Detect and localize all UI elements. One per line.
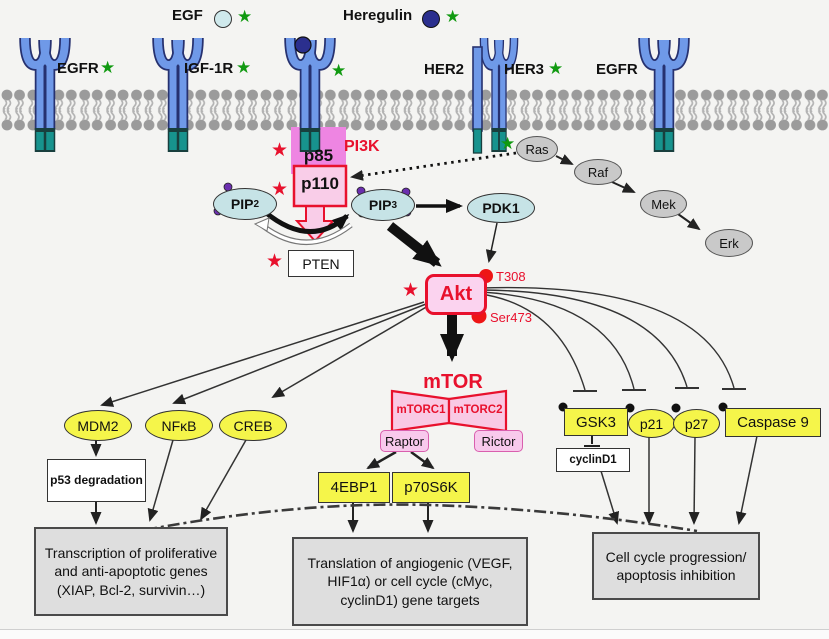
raptor-node: Raptor: [380, 430, 429, 452]
raf-node: Raf: [574, 159, 622, 185]
pip2-label: PIP: [230, 196, 254, 212]
creb-node: CREB: [219, 410, 287, 441]
figure-bottom-edge: [0, 629, 829, 639]
nfkb-node: NFκB: [145, 410, 213, 441]
pten-node: PTEN: [288, 250, 354, 277]
akt-inhibits-p27-line: [480, 289, 688, 388]
green-star-icon: ★: [237, 7, 253, 26]
p27-node: p27: [673, 409, 720, 438]
receptor-her2-bar: [472, 46, 483, 132]
caspase9-to-cellcycle-arrow: [735, 435, 758, 525]
egf-ligand-icon: [214, 10, 232, 28]
p27-to-cellcycle-arrow: [688, 436, 700, 525]
receptor-label-egfr-left: EGFR: [57, 60, 99, 77]
pip3-label: PIP: [368, 197, 392, 213]
p21-node: p21: [628, 409, 675, 438]
heregulin-ligand-dot: [294, 36, 312, 54]
p53-degradation-node: p53 degradation: [47, 459, 146, 502]
gsk3-node: GSK3: [564, 408, 628, 436]
ser473-label: Ser473: [490, 310, 532, 325]
translation-outcome-box: Translation of angiogenic (VEGF, HIF1α) …: [292, 537, 528, 626]
egf-legend-label: EGF: [172, 7, 203, 24]
pip3-to-pip2-arrowhead: [253, 217, 270, 232]
rictor-node: Rictor: [474, 430, 523, 452]
p110-label: p110: [301, 174, 339, 193]
green-star-icon: ★: [445, 7, 461, 26]
mek-node: Mek: [640, 190, 687, 218]
ras-to-p110-dotted-arrow: [350, 151, 517, 181]
pi3k-label: PI3K: [344, 138, 380, 155]
akt-to-mdm2-arrow: [100, 301, 425, 407]
red-star-icon: ★: [271, 179, 289, 200]
nuclear-membrane-dashline: [144, 503, 698, 533]
cyclind1-node: cyclinD1: [556, 448, 630, 472]
mdm2-node: MDM2: [64, 410, 132, 441]
p85-label: p85: [303, 146, 334, 165]
green-star-icon: ★: [236, 58, 252, 77]
green-star-icon: ★: [548, 59, 564, 78]
mtorc1-label: mTORC1: [396, 404, 446, 416]
mek-to-erk-arrow: [677, 213, 701, 231]
akt-node: Akt: [425, 274, 487, 315]
raf-to-mek-arrow: [611, 181, 636, 193]
pip3-subscript: 3: [391, 199, 398, 211]
creb-to-transcription-arrow: [200, 439, 247, 521]
raptor-to-p70s6k-arrow: [410, 450, 435, 470]
p110-subunit-box: [292, 164, 348, 208]
receptor-label-igf1r: IGF-1R: [184, 60, 234, 77]
akt-inhibits-p21-line: [480, 291, 635, 390]
pip3-to-akt-arrow: [386, 222, 442, 267]
pip2-to-pip3-arrow: [263, 210, 350, 234]
nfkb-to-transcription-arrow: [147, 439, 174, 522]
green-star-icon: ★: [500, 134, 516, 153]
pdk1-to-akt-arrow: [485, 222, 498, 263]
raptor-to-4ebp1-arrow: [366, 450, 397, 470]
pip2-subscript: 2: [253, 198, 260, 210]
receptor-her2-tail: [472, 128, 483, 154]
green-star-icon: ★: [100, 58, 116, 77]
red-star-icon: ★: [402, 280, 420, 301]
red-star-icon: ★: [266, 251, 284, 272]
ras-to-raf-arrow: [555, 154, 574, 165]
receptor-label-egfr-right: EGFR: [596, 61, 638, 78]
pdk1-node: PDK1: [467, 193, 535, 223]
akt-to-creb-arrow: [271, 305, 429, 399]
p27-phospho-dot: [671, 403, 681, 413]
transcription-outcome-box: Transcription of proliferative and anti-…: [34, 527, 228, 616]
red-star-icon: ★: [271, 140, 289, 161]
p70s6k-node: p70S6K: [392, 472, 470, 503]
mtor-label: mTOR: [423, 371, 483, 393]
ras-node: Ras: [516, 136, 558, 162]
green-star-icon: ★: [331, 61, 347, 80]
heregulin-ligand-icon: [422, 10, 440, 28]
caspase9-node: Caspase 9: [725, 408, 821, 437]
cyclind1-to-cellcycle-arrow: [600, 470, 620, 525]
4ebp1-node: 4EBP1: [318, 472, 390, 503]
pip3-to-pip2-arrow: [262, 223, 352, 244]
t308-label: T308: [496, 269, 526, 284]
receptor-label-her2: HER2: [424, 61, 465, 78]
plasma-membrane: [0, 88, 829, 132]
akt-inhibits-caspase9-line: [480, 286, 735, 389]
erk-node: Erk: [705, 229, 753, 257]
cellcycle-outcome-box: Cell cycle progression/ apoptosis inhibi…: [592, 532, 760, 600]
mtorc2-label: mTORC2: [453, 404, 503, 416]
akt-inhibits-gsk3-line: [480, 293, 586, 391]
receptor-label-her3: HER3: [504, 61, 545, 78]
heregulin-legend-label: Heregulin: [343, 7, 413, 24]
akt-to-nfkb-arrow: [172, 303, 427, 405]
